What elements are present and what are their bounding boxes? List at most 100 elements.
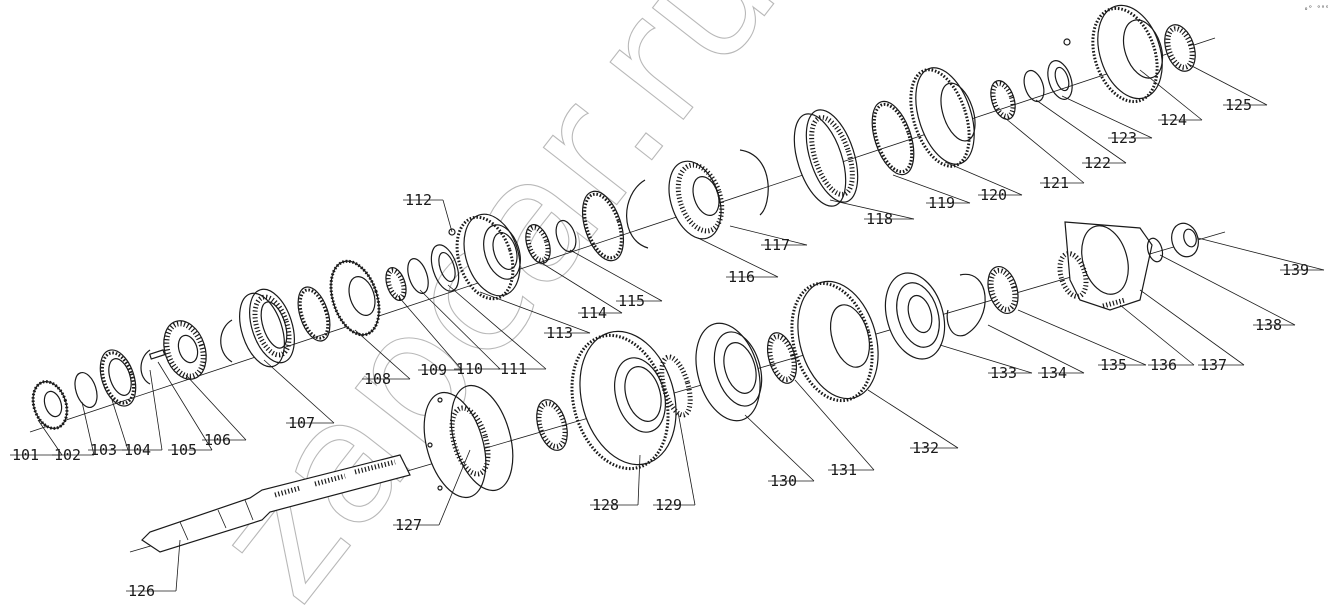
part-108-gear (329, 259, 381, 337)
callout-leader-109 (397, 295, 463, 371)
callout-leader-115 (569, 249, 663, 302)
callout-115: 115 (569, 249, 663, 310)
part-synchro-ring-b (297, 286, 331, 342)
callout-label-106: 106 (204, 431, 231, 449)
callout-leader-119 (892, 174, 971, 204)
callout-leader-114 (539, 261, 623, 314)
part-open-ring-d (626, 179, 649, 249)
callout-leader-111 (447, 284, 547, 370)
callout-label-136: 136 (1150, 356, 1177, 374)
callout-123: 123 (1061, 95, 1153, 147)
callout-leader-117 (729, 225, 808, 246)
part-121-needle-bearing (990, 80, 1016, 120)
callout-130: 130 (744, 414, 815, 490)
callout-label-131: 131 (830, 461, 857, 479)
part-139-nut (1171, 222, 1199, 258)
callout-label-128: 128 (592, 496, 619, 514)
part-synchro-ring-c (581, 190, 625, 262)
callout-label-119: 119 (928, 194, 955, 212)
callout-label-109: 109 (420, 361, 447, 379)
callout-138: 138 (1159, 254, 1296, 334)
callout-107: 107 (263, 359, 335, 432)
callout-label-132: 132 (912, 439, 939, 457)
callout-134: 134 (987, 324, 1085, 382)
callout-leader-123 (1061, 95, 1153, 139)
callout-label-115: 115 (618, 292, 645, 310)
callout-leader-102 (81, 401, 95, 456)
callout-leader-135 (1017, 309, 1147, 366)
callout-leader-130 (744, 414, 815, 482)
callout-leader-129 (677, 411, 696, 506)
callout-label-105: 105 (170, 441, 197, 459)
part-114-needle-bearing (525, 224, 551, 264)
callout-leader-101 (37, 419, 63, 456)
callout-label-125: 125 (1225, 96, 1252, 114)
part-116-sync-hub (668, 160, 725, 240)
callout-label-138: 138 (1255, 316, 1282, 334)
callout-leader-126 (175, 539, 181, 592)
callout-label-120: 120 (980, 186, 1007, 204)
corner-mark: ₒᵒ ᵒᵒᵒ (1304, 4, 1328, 12)
part-102-snap-ring (74, 372, 98, 408)
part-111-thrust-washer (430, 244, 460, 292)
callout-128: 128 (590, 454, 641, 514)
callout-leader-121 (1004, 117, 1085, 184)
callout-108: 108 (354, 329, 411, 388)
part-needle-bearing-lower (536, 399, 568, 451)
part-101-splined-hub (31, 380, 69, 430)
part-115-ring (555, 219, 577, 253)
callout-label-124: 124 (1160, 111, 1187, 129)
callout-leader-124 (1139, 69, 1203, 121)
part-132-gear (790, 280, 879, 403)
callout-label-104: 104 (124, 441, 151, 459)
callout-leader-116 (697, 237, 779, 278)
callout-label-116: 116 (728, 268, 755, 286)
part-135-seal (987, 266, 1019, 314)
part-134-snap-ring (946, 273, 986, 337)
callout-label-129: 129 (655, 496, 682, 514)
callout-leader-104 (149, 369, 163, 451)
callout-127: 127 (393, 449, 471, 534)
part-122-snap-ring (1023, 69, 1045, 103)
callout-label-117: 117 (763, 236, 790, 254)
callout-110: 110 (419, 289, 501, 378)
callout-leader-105 (157, 361, 213, 451)
callout-label-133: 133 (990, 364, 1017, 382)
callout-leader-103 (111, 399, 129, 451)
callout-leader-120 (944, 161, 1023, 196)
part-123-washer (1047, 38, 1073, 100)
callout-leader-136 (1119, 304, 1195, 366)
part-open-spring-ring (220, 319, 233, 363)
callout-label-113: 113 (546, 324, 573, 342)
callout-135: 135 (1017, 309, 1147, 374)
callout-leader-128 (637, 454, 641, 506)
callout-124: 124 (1139, 69, 1203, 129)
callout-106: 106 (185, 374, 247, 449)
part-125-bearing (1164, 24, 1196, 72)
part-137-output-flange (1057, 221, 1153, 311)
part-104-spring (140, 349, 151, 385)
callout-126: 126 (126, 539, 181, 600)
callout-leader-125 (1189, 64, 1268, 106)
callout-label-114: 114 (580, 304, 607, 322)
part-138-washer (1146, 237, 1164, 263)
callout-label-103: 103 (90, 441, 117, 459)
callout-label-122: 122 (1084, 154, 1111, 172)
callout-119: 119 (892, 174, 971, 212)
callout-label-121: 121 (1042, 174, 1069, 192)
callout-102: 102 (52, 401, 95, 464)
callout-105: 105 (157, 361, 213, 459)
callout-label-123: 123 (1110, 129, 1137, 147)
callout-117: 117 (729, 225, 808, 254)
callout-label-112: 112 (405, 191, 432, 209)
callout-leader-127 (438, 449, 471, 526)
callout-leader-122 (1035, 99, 1127, 164)
callout-131: 131 (794, 379, 875, 479)
part-119-synchro-ring (871, 100, 915, 176)
callout-leader-106 (185, 374, 247, 441)
callout-leader-138 (1159, 254, 1296, 326)
callout-114: 114 (539, 261, 623, 322)
callout-label-137: 137 (1200, 356, 1227, 374)
